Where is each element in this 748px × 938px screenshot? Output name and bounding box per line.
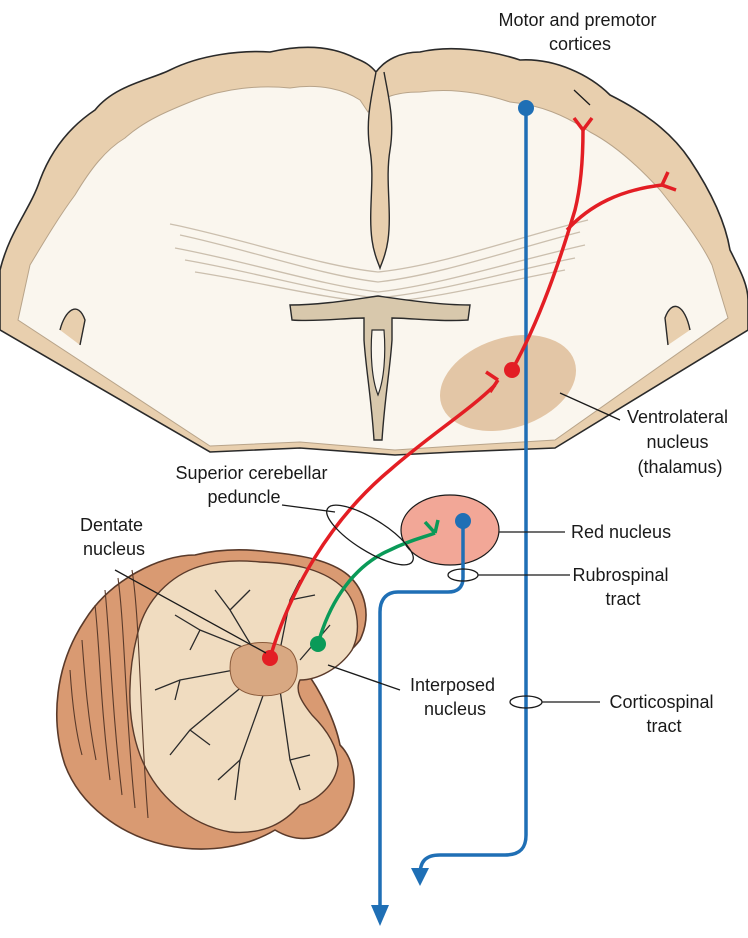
label-ventrolateral-line-1: Ventrolateral [627, 407, 728, 427]
label-motor-cortices-line-1: Motor and premotor [498, 10, 656, 30]
longitudinal-fissure [368, 72, 391, 268]
rubrospinal-arrowhead [371, 905, 389, 926]
cerebellum-section [57, 550, 366, 849]
dentate-nucleus-shape [230, 643, 297, 696]
label-motor-cortices-line-2: cortices [549, 34, 611, 54]
label-dentate: Dentate nucleus [80, 515, 148, 559]
label-rubrospinal-line-2: tract [605, 589, 640, 609]
label-interposed-line-2: nucleus [424, 699, 486, 719]
label-corticospinal-line-1: Corticospinal [609, 692, 713, 712]
rubrospinal-cell-body [455, 513, 471, 529]
label-rubrospinal-line-1: Rubrospinal [572, 565, 668, 585]
label-corticospinal: Corticospinal tract [609, 692, 718, 736]
red-nucleus-shape [401, 495, 499, 565]
label-ventrolateral-line-3: (thalamus) [637, 457, 722, 477]
label-dentate-line-1: Dentate [80, 515, 143, 535]
label-superior-peduncle-line-2: peduncle [207, 487, 280, 507]
label-red-nucleus: Red nucleus [571, 522, 671, 542]
thalamus-cell-body [504, 362, 520, 378]
label-red-nucleus-line-1: Red nucleus [571, 522, 671, 542]
interposed-cell-body [310, 636, 326, 652]
label-ventrolateral: Ventrolateral nucleus (thalamus) [627, 407, 733, 477]
corticospinal-arrowhead [411, 868, 429, 886]
corticospinal-cell-body [518, 100, 534, 116]
label-dentate-line-2: nucleus [83, 539, 145, 559]
label-superior-peduncle: Superior cerebellar peduncle [175, 463, 332, 507]
label-rubrospinal: Rubrospinal tract [572, 565, 673, 609]
label-superior-peduncle-line-1: Superior cerebellar [175, 463, 327, 483]
cerebral-hemispheres-section [0, 47, 748, 455]
label-motor-cortices: Motor and premotor cortices [498, 10, 661, 54]
cerebellum-cortex [130, 561, 358, 832]
label-interposed-line-1: Interposed [410, 675, 495, 695]
label-ventrolateral-line-2: nucleus [646, 432, 708, 452]
label-corticospinal-line-2: tract [646, 716, 681, 736]
label-interposed: Interposed nucleus [410, 675, 500, 719]
